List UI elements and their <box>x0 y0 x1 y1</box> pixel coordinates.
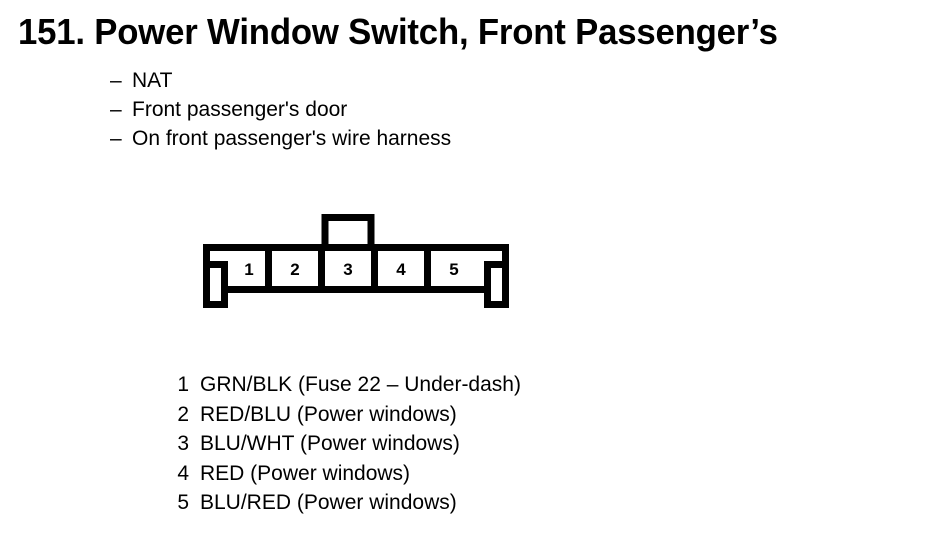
legend-pin-description: RED (Power windows) <box>200 461 411 485</box>
list-item-label: Front passenger's door <box>132 98 348 121</box>
legend-pin-number: 5 <box>177 491 189 514</box>
list-item: 2 RED/BLU (Power windows) <box>163 400 521 430</box>
list-item-label: On front passenger's wire harness <box>132 127 452 150</box>
legend-pin-number: 2 <box>177 402 189 426</box>
legend-pin-number: 4 <box>177 461 189 485</box>
list-item: 5 BLU/RED (Power windows) <box>163 488 521 518</box>
page-title: 151. Power Window Switch, Front Passenge… <box>18 11 778 52</box>
right-ear-notch <box>484 261 506 290</box>
pin-legend: 1 GRN/BLK (Fuse 22 – Under-dash) 2 RED/B… <box>163 370 521 518</box>
list-item: 4 RED (Power windows) <box>163 459 521 489</box>
dash-icon: – <box>110 98 122 121</box>
attribute-list: –NAT –Front passenger's door –On front p… <box>110 66 451 153</box>
cavity-number-4: 4 <box>396 260 406 279</box>
legend-pin-description: BLU/WHT (Power windows) <box>200 432 460 455</box>
list-item: –Front passenger's door <box>110 95 451 124</box>
connector-svg: 1 2 3 4 5 <box>203 214 509 308</box>
dash-icon: – <box>110 69 122 92</box>
legend-pin-number: 1 <box>177 373 189 396</box>
list-item: 1 GRN/BLK (Fuse 22 – Under-dash) <box>163 370 521 400</box>
cavity-number-1: 1 <box>244 260 253 279</box>
left-ear-notch <box>206 261 228 290</box>
connector-diagram: 1 2 3 4 5 <box>196 206 516 316</box>
cavity-number-2: 2 <box>290 260 299 279</box>
list-item: –NAT <box>110 66 451 95</box>
list-item: 3 BLU/WHT (Power windows) <box>163 429 521 459</box>
legend-pin-number: 3 <box>177 432 189 455</box>
cavity-number-5: 5 <box>449 260 458 279</box>
cavity-number-3: 3 <box>343 260 352 279</box>
locking-tab <box>321 214 375 251</box>
list-item-label: NAT <box>132 69 173 92</box>
list-item: –On front passenger's wire harness <box>110 124 451 153</box>
legend-pin-description: GRN/BLK (Fuse 22 – Under-dash) <box>200 373 521 396</box>
dash-icon: – <box>110 127 122 150</box>
legend-pin-description: BLU/RED (Power windows) <box>200 491 457 514</box>
legend-pin-description: RED/BLU (Power windows) <box>200 402 457 426</box>
